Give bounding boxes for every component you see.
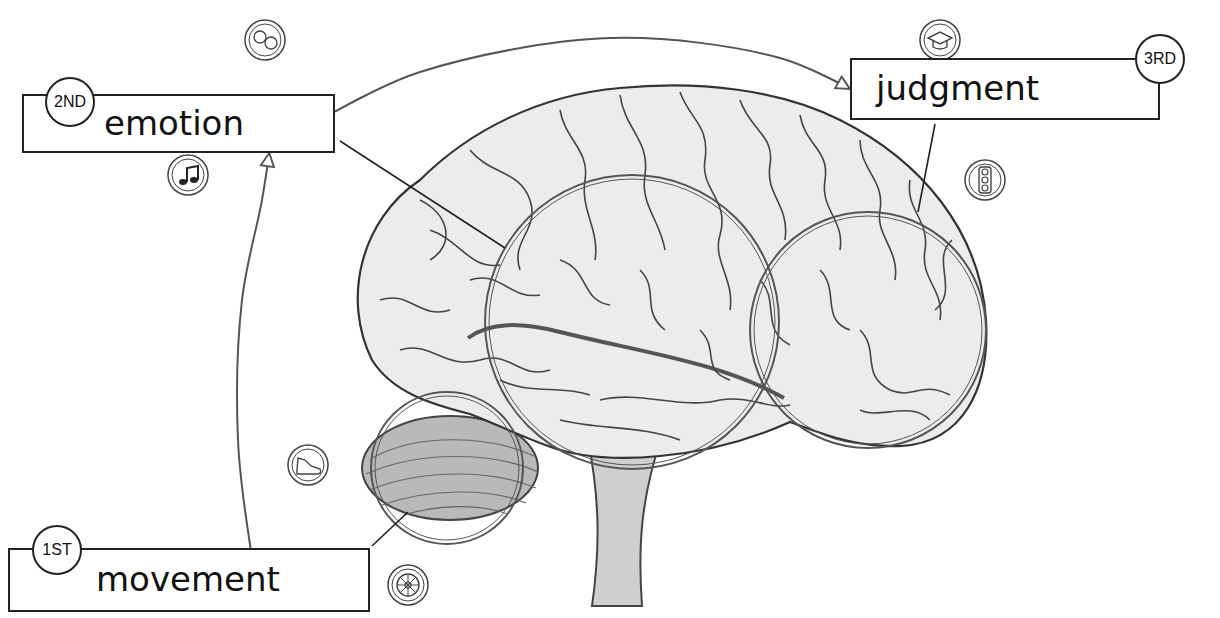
step-badge: 3RD	[1135, 34, 1185, 84]
icon-ring	[249, 24, 281, 56]
region-circle	[489, 179, 775, 465]
region-circle	[485, 175, 779, 469]
shoe-glyph	[297, 458, 321, 474]
brain-fold	[560, 260, 610, 305]
cerebellum-fold	[404, 507, 508, 515]
step-number: 1ST	[42, 541, 71, 559]
cerebellum-fold	[370, 474, 536, 490]
music-icon	[168, 155, 208, 195]
note-glyph	[190, 177, 198, 183]
leader-line	[372, 512, 408, 546]
region-function: movement	[96, 560, 280, 599]
region-function: emotion	[104, 104, 244, 143]
brain-fold	[740, 100, 786, 240]
region-circle	[750, 212, 986, 448]
step-number: 2ND	[54, 93, 86, 111]
brain-fold	[600, 397, 790, 406]
brain-fold	[860, 330, 950, 395]
mask-glyph	[254, 31, 266, 43]
traffic-light-icon	[965, 160, 1005, 200]
brain-fold	[470, 150, 532, 270]
icon-ring	[172, 159, 204, 191]
icon-ring	[292, 449, 324, 481]
brain-folds	[380, 92, 952, 440]
region-circle	[375, 396, 519, 540]
sequence-arrow	[335, 38, 850, 112]
brain-fold	[380, 298, 450, 312]
sequence-arrow	[237, 153, 269, 548]
region-circles	[371, 175, 986, 544]
wheel-icon	[388, 565, 428, 605]
brain-fold	[909, 180, 940, 320]
lateral-fissure	[468, 325, 784, 398]
brain-fold	[400, 348, 550, 372]
cap-glyph	[933, 41, 947, 49]
leader-lines	[340, 124, 935, 546]
sneaker-icon	[288, 445, 328, 485]
brain-fold	[680, 92, 731, 310]
leader-line	[918, 124, 935, 212]
step-badge: 2ND	[45, 77, 95, 127]
light-glyph	[982, 185, 988, 191]
icon-ring	[920, 20, 960, 60]
brain-fold	[700, 330, 730, 380]
light-glyph	[982, 169, 988, 175]
label-box: 2ND emotion	[22, 94, 335, 153]
brain-fold	[560, 420, 680, 440]
icon-ring	[969, 164, 1001, 196]
icon-ring	[965, 160, 1005, 200]
icon-ring	[168, 155, 208, 195]
brain-fold	[860, 410, 930, 420]
note-glyph	[187, 166, 198, 182]
region-circle	[754, 216, 982, 444]
brain-fold	[640, 270, 665, 330]
region-function: judgment	[876, 69, 1039, 108]
leader-line	[340, 141, 505, 248]
icon-ring	[924, 24, 956, 56]
brain-fold	[420, 200, 446, 260]
cerebrum-outline	[358, 85, 987, 458]
brain-fold	[820, 270, 850, 330]
graduation-cap-icon	[920, 20, 960, 60]
icon-ring	[288, 445, 328, 485]
step-number: 3RD	[1144, 50, 1176, 68]
label-box: 3RDjudgment	[850, 58, 1160, 120]
icon-ring	[392, 569, 424, 601]
brain-fold	[470, 278, 540, 296]
cerebellum-fold	[366, 457, 538, 475]
mask-glyph	[265, 37, 277, 49]
brain-fold	[430, 230, 500, 266]
icon-ring	[388, 565, 428, 605]
brain-fold	[620, 95, 665, 250]
note-glyph	[179, 179, 187, 185]
light-glyph	[979, 167, 991, 193]
brain-fold	[500, 380, 590, 395]
brain-fold	[860, 140, 896, 280]
light-glyph	[982, 177, 988, 183]
cerebellum-fold	[372, 440, 534, 458]
wheel-glyph	[397, 574, 419, 596]
cerebellum-fold	[382, 492, 526, 505]
masks-icon	[245, 20, 285, 60]
step-badge: 1ST	[32, 525, 82, 575]
label-box: 1STmovement	[8, 548, 370, 612]
icon-ring	[245, 20, 285, 60]
region-circle	[371, 392, 523, 544]
cap-glyph	[928, 32, 952, 44]
wheel-glyph	[397, 574, 419, 596]
